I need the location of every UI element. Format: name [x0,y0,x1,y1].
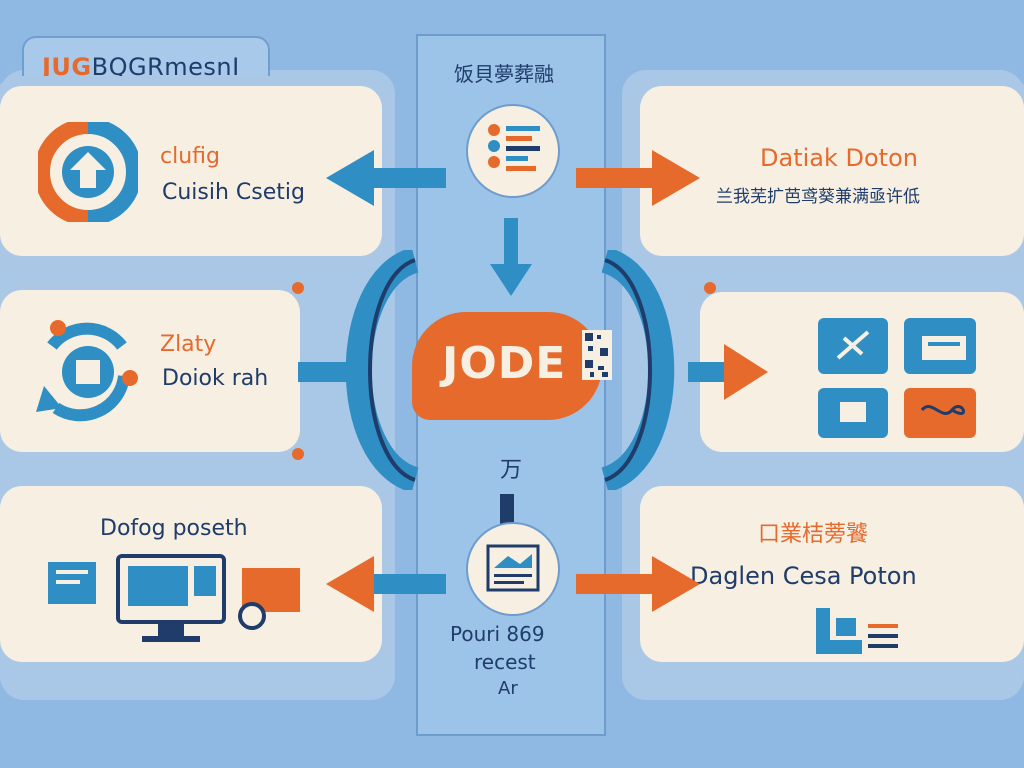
center-bottom-line2: recest [474,650,536,674]
left-card-1-subtitle: Cuisih Csetig [162,180,305,205]
down-arrow-icon [490,218,532,296]
left-card-1-title: clufig [160,144,220,169]
connector-stub [500,494,514,524]
hub-label: JODE [442,338,567,389]
report-circle-icon [466,104,560,198]
right-card-1-subtitle: 兰我芜扩芭鸢葵兼满亟许低 [716,187,920,207]
left-card-2-title: Zlaty [160,332,217,357]
left-card-3-title: Dofog poseth [100,516,248,541]
computer-icon [48,554,300,642]
center-top-label: 饭貝夢葬融 [454,62,554,86]
arrow-right-top-icon [576,150,700,206]
right-card-3-title: 口業桔蒡饕 [758,522,869,547]
cycle-home-icon [38,122,138,222]
arrow-left-top-icon [326,150,446,206]
right-card-1 [640,86,1024,256]
center-bottom-line3: Ar [498,678,518,699]
arrow-left-bottom-icon [326,556,446,612]
dot-left-upper [292,282,304,294]
document-circle-icon [466,522,560,616]
right-card-3-subtitle: Daglen Cesa Poton [690,562,917,590]
qr-icon [582,330,612,380]
hub-blob [412,312,602,420]
right-card-3 [640,486,1024,662]
arrow-right-mid-icon [688,344,768,400]
title-text: BQGRmesnI [91,53,240,81]
dot-right-upper [704,282,716,294]
left-card-2 [0,290,300,452]
arrow-right-bottom-icon [576,556,700,612]
center-mid-label: 万 [500,458,523,483]
hub-brackets [345,250,675,490]
tile-glyphs [836,330,966,422]
right-card-1-title: Datiak Doton [760,144,918,172]
left-card-2-subtitle: Doiok rah [162,366,269,391]
center-bottom-line1: Pouri 869 [450,622,545,646]
arrow-left-mid-stub [298,362,348,382]
title-accent: JUG [42,53,92,81]
dot-left-lower [292,448,304,460]
chart-bars-icon [816,608,898,654]
refresh-cycle-icon [36,320,138,422]
